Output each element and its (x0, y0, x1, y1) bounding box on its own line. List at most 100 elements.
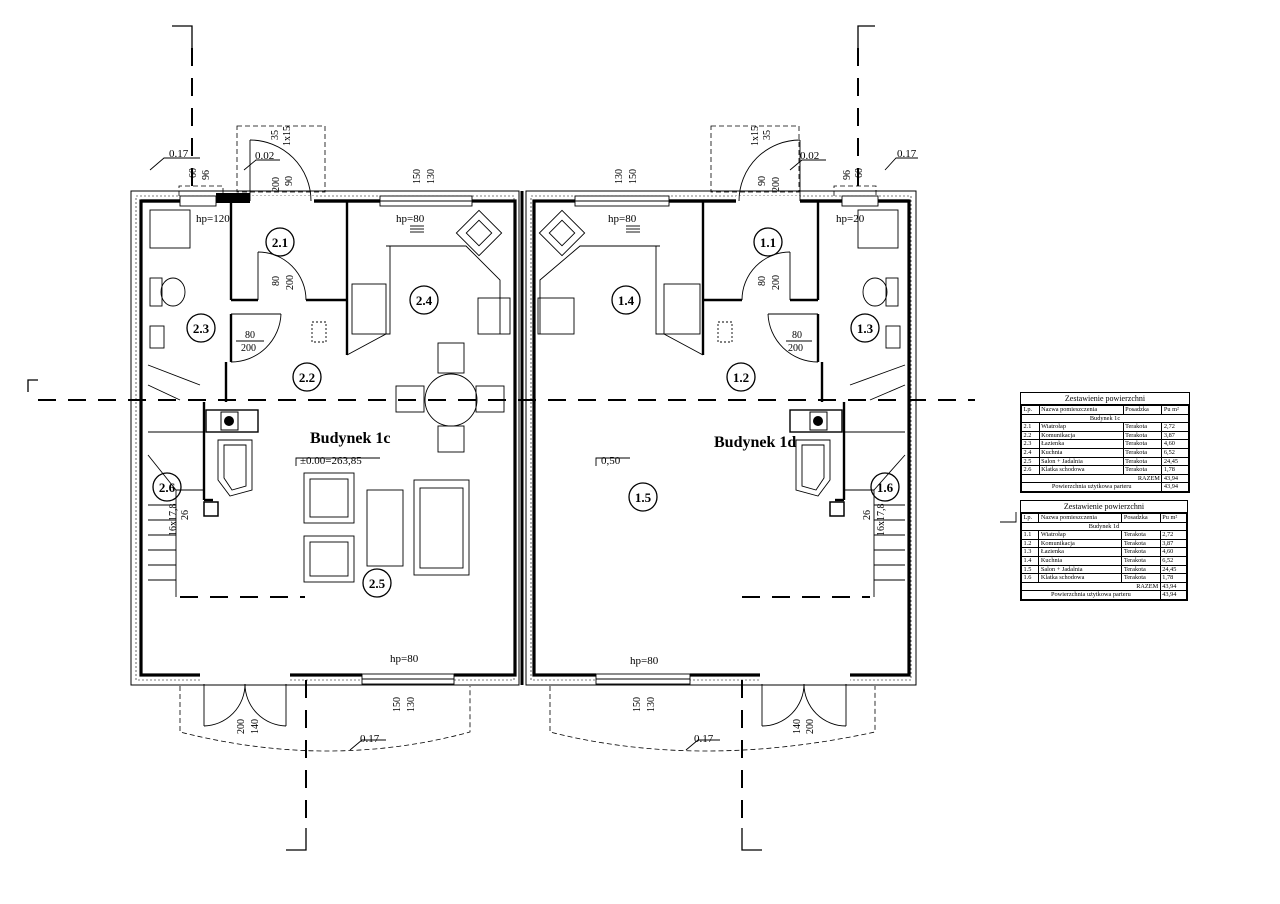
svg-text:0.02: 0.02 (255, 150, 274, 162)
table-cell: Terakota (1121, 573, 1161, 583)
table-cell: 1.2 (1020, 538, 1040, 549)
svg-text:80: 80 (271, 276, 282, 286)
svg-text:1.6: 1.6 (877, 480, 894, 495)
svg-text:0.02: 0.02 (800, 150, 819, 162)
table-cell: Kuchnia (1038, 555, 1123, 566)
svg-text:2.6: 2.6 (159, 480, 176, 495)
svg-text:96: 96 (842, 170, 853, 180)
table-cell: Salon + Jadalnia (1038, 564, 1123, 575)
table-cell: Terakota (1122, 456, 1163, 467)
exterior-outlines (178, 125, 877, 752)
building-title-1d: Budynek 1d (714, 434, 796, 451)
svg-text:2.1: 2.1 (272, 235, 288, 250)
table-cell: Nazwa pomieszczenia (1038, 405, 1124, 415)
table-cell: Budynek 1d (1021, 521, 1187, 532)
level-mark-1d: 0,50 (595, 455, 630, 467)
table-cell: 6,52 (1159, 555, 1188, 566)
table-cell: 2.3 (1021, 439, 1040, 449)
table-cell: 24,45 (1159, 564, 1188, 575)
table-cell: Pu m² (1161, 405, 1189, 415)
table-row: Budynek 1c (1021, 413, 1189, 424)
svg-text:150: 150 (392, 697, 403, 712)
svg-text:2.3: 2.3 (193, 321, 210, 336)
svg-text:hp=80: hp=80 (396, 213, 425, 225)
svg-text:130: 130 (646, 697, 657, 712)
svg-text:1x15: 1x15 (282, 126, 293, 146)
table-cell: 24,45 (1161, 456, 1189, 467)
svg-text:0,50: 0,50 (601, 455, 621, 467)
level-mark-1c: ±0.00=263,85 (295, 455, 380, 467)
room-2-1: 2.1 (265, 227, 295, 257)
svg-text:130: 130 (614, 169, 625, 184)
table-cell: 1.6 (1020, 573, 1040, 583)
table-cell: Posadzka (1121, 513, 1161, 523)
svg-text:200: 200 (771, 177, 782, 192)
table-cell: 4,60 (1159, 547, 1188, 557)
svg-text:0.17: 0.17 (694, 733, 714, 745)
area-table-title: Zestawienie powierzchni (1021, 393, 1189, 405)
room-1-6: 1.6 (870, 472, 900, 502)
section-lines (27, 25, 975, 851)
table-cell: Terakota (1122, 422, 1163, 432)
svg-text:1.4: 1.4 (618, 293, 635, 308)
table-cell: Klatka schodowa (1038, 465, 1124, 475)
svg-text:1.2: 1.2 (733, 370, 749, 385)
table-cell: 2.4 (1021, 447, 1040, 458)
table-cell: 4,60 (1161, 439, 1189, 449)
walls (130, 190, 917, 686)
svg-text:130: 130 (406, 697, 417, 712)
svg-text:35: 35 (762, 130, 773, 140)
table-cell: Lp. (1020, 513, 1040, 523)
interior-walls-1c (202, 201, 349, 502)
table-cell: RAZEM (1020, 473, 1163, 484)
svg-text:150: 150 (628, 169, 639, 184)
table-cell: Kuchnia (1038, 447, 1124, 458)
furniture-1d (537, 209, 901, 497)
svg-text:200: 200 (788, 343, 803, 354)
table-cell: 6,52 (1161, 447, 1189, 458)
svg-text:150: 150 (632, 697, 643, 712)
table-cell: RAZEM (1021, 581, 1161, 592)
table-cell: Posadzka (1122, 405, 1163, 415)
svg-text:hp=80: hp=80 (630, 655, 659, 667)
table-cell: Komunikacja (1038, 430, 1124, 441)
svg-text:1.3: 1.3 (857, 321, 874, 336)
svg-text:200: 200 (236, 719, 247, 734)
svg-text:1.1: 1.1 (760, 235, 776, 250)
room-1-1: 1.1 (753, 227, 783, 257)
table-cell: Terakota (1121, 564, 1161, 575)
svg-text:hp=80: hp=80 (390, 653, 419, 665)
table-cell: 2,72 (1159, 530, 1188, 540)
room-2-4: 2.4 (409, 285, 439, 315)
table-cell: 2.2 (1021, 430, 1040, 441)
elevation-marks: 0.17 0.02 0.02 0.17 0.17 0.17 (149, 148, 918, 751)
table-cell: Terakota (1122, 465, 1163, 475)
table-cell: Terakota (1121, 538, 1161, 549)
table-cell: Klatka schodowa (1038, 573, 1123, 583)
door-swings (203, 139, 847, 727)
table-cell: 2,72 (1161, 422, 1189, 432)
table-cell: Powierzchnia użytkowa parteru (1021, 590, 1161, 600)
table-cell: Nazwa pomieszczenia (1038, 513, 1123, 523)
table-cell: 2.1 (1021, 422, 1040, 432)
table-cell: Lp. (1021, 405, 1040, 415)
table-cell: Pu m² (1159, 513, 1188, 523)
table-cell: 2.5 (1021, 456, 1040, 467)
svg-text:2.2: 2.2 (299, 370, 315, 385)
furniture-1c (149, 209, 511, 583)
table-cell: Terakota (1121, 547, 1161, 557)
table-cell: 1,78 (1161, 465, 1189, 475)
